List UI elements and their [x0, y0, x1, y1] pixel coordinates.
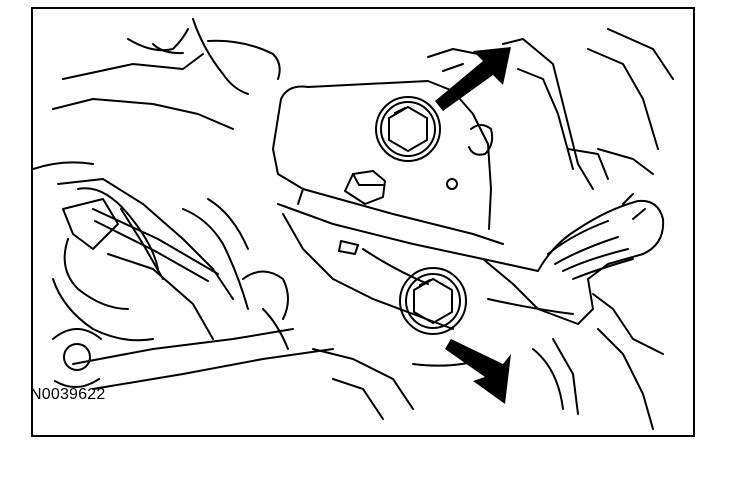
diagram-frame — [31, 7, 695, 437]
rib-structure — [92, 208, 219, 282]
bracket-lower-arm — [277, 203, 594, 330]
small-stud-lower — [338, 240, 359, 255]
callout-arrow-upper — [435, 47, 511, 111]
body-panels-right — [427, 28, 674, 430]
lower-bolt — [399, 267, 467, 335]
callout-arrow-lower — [445, 339, 511, 404]
circular-boss — [52, 328, 102, 388]
small-stud-upper — [446, 124, 494, 190]
line-drawing — [33, 18, 674, 430]
upper-bolt — [375, 96, 441, 162]
hinge-knuckle — [537, 193, 665, 310]
small-bolt-left — [344, 170, 386, 205]
figure-id-label: N0039622 — [30, 386, 106, 403]
bracket-upper-plate — [272, 80, 504, 245]
